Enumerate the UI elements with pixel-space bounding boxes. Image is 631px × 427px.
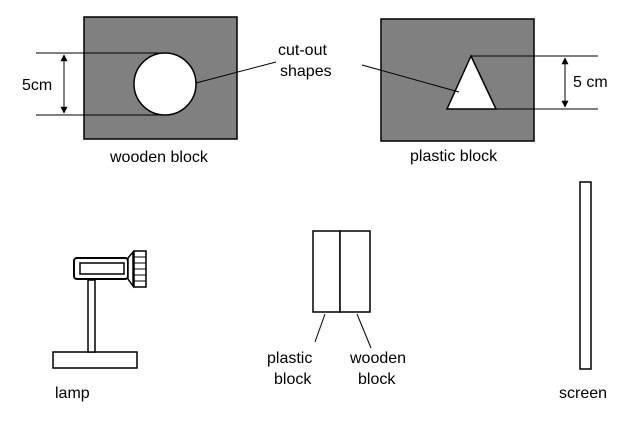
stack-wooden-label-line2: block: [358, 371, 396, 388]
circle-cutout: [133, 52, 197, 116]
stack-wooden-leader: [356, 313, 372, 349]
stacked-blocks-figure: plastic block wooden block: [267, 230, 406, 388]
stack-plastic-block: [312, 230, 341, 313]
cutout-label-line2: shapes: [280, 63, 332, 80]
triangle-cutout: [445, 54, 498, 110]
plastic-block-rect: [380, 18, 535, 142]
screen-figure: screen: [559, 181, 607, 402]
wooden-dim-label: 5cm: [22, 77, 52, 94]
screen-panel: [579, 181, 592, 370]
stack-wooden-label-line1: wooden: [349, 350, 406, 367]
stack-wooden-block: [339, 230, 371, 313]
stack-plastic-label-line2: block: [274, 371, 312, 388]
cutout-shapes-callout: cut-out shapes: [195, 42, 460, 93]
cutout-leader-to-circle: [195, 61, 277, 84]
wooden-block-label: wooden block: [109, 149, 209, 166]
screen-label: screen: [559, 385, 607, 402]
lamp-base: [52, 351, 138, 369]
lamp-cone: [127, 249, 134, 289]
stack-plastic-label-line1: plastic: [267, 350, 312, 367]
lamp-stand: [87, 279, 96, 353]
lamp-label: lamp: [55, 385, 90, 402]
lamp-housing-inner: [79, 262, 125, 275]
stack-plastic-leader: [314, 313, 326, 343]
cutout-label-line1: cut-out: [278, 42, 327, 59]
lamp-figure: lamp: [52, 249, 147, 402]
plastic-dim-label: 5 cm: [573, 74, 608, 91]
cutout-leader-to-triangle: [361, 64, 460, 93]
plastic-block-label: plastic block: [410, 148, 498, 165]
plastic-block-figure: 5 cm plastic block: [380, 18, 608, 165]
wooden-block-figure: 5cm wooden block: [22, 16, 238, 166]
